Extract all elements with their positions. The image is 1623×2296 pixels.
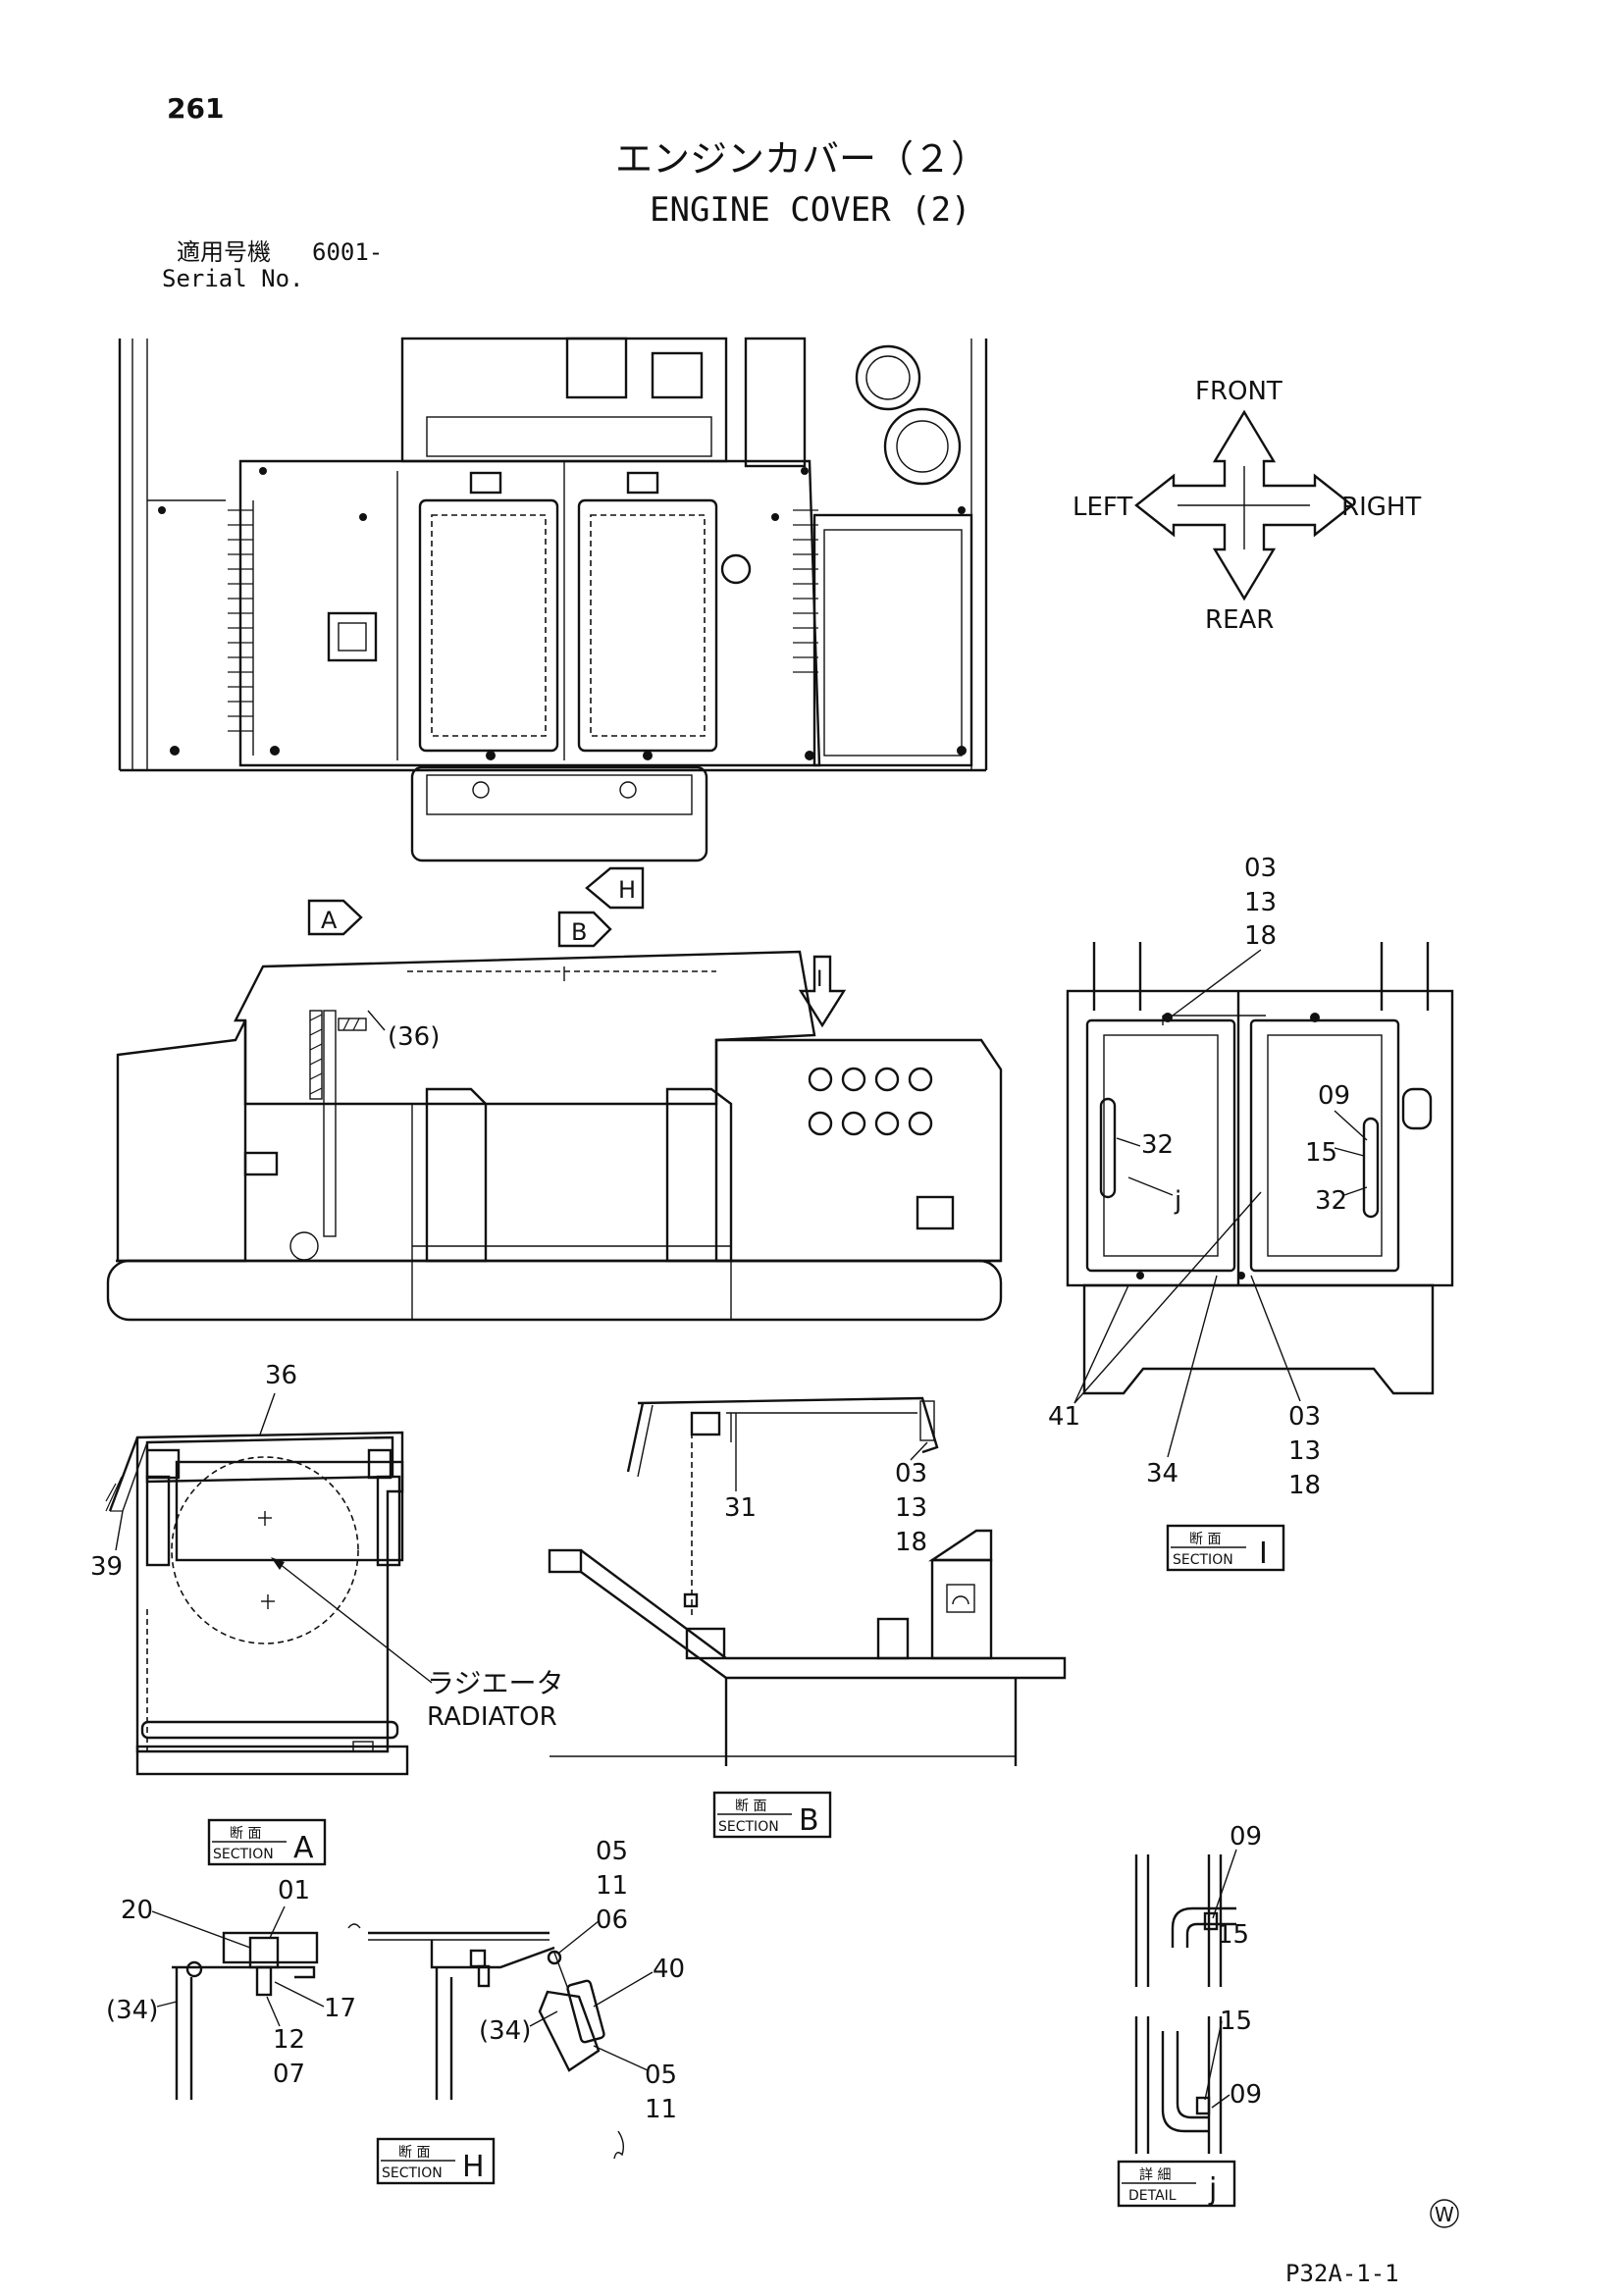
page-number: 261 [167, 92, 224, 125]
section-i-letter: I [1259, 1537, 1268, 1571]
section-a-jp: 断 面 [230, 1826, 261, 1842]
section-i-view: 03 13 18 32 j 09 15 32 41 34 03 13 18 断 … [1048, 854, 1454, 1572]
callout-03-secB: 03 [895, 1459, 927, 1488]
detail-j-letter: j [1208, 2172, 1217, 2207]
title-english: ENGINE COVER (2) [650, 190, 971, 230]
title-japanese: エンジンカバー（２） [615, 137, 988, 181]
middle-side-view [106, 950, 1003, 1322]
callout-j: j [1174, 1186, 1181, 1216]
top-plan-view [118, 337, 988, 862]
callout-07: 07 [273, 2060, 305, 2089]
watermark-letter: W [1435, 2203, 1454, 2226]
section-b-letter: B [799, 1803, 819, 1838]
callout-39: 39 [90, 1552, 123, 1582]
callout-06: 06 [596, 1905, 628, 1935]
callout-12: 12 [273, 2025, 305, 2055]
callout-17: 17 [324, 1994, 356, 2023]
section-h-letter: H [462, 2150, 485, 2184]
section-h-en: SECTION [382, 2166, 443, 2181]
radiator-label-jp: ラジエータ [427, 1667, 563, 1699]
serial-label-en: Serial No. [162, 265, 304, 292]
callout-11-h-bottom: 11 [645, 2095, 677, 2124]
callout-18-top: 18 [1244, 921, 1277, 951]
callout-15-secI: 15 [1305, 1138, 1337, 1168]
section-a-view: 36 39 ラジエータ RADIATOR 断 面 SECTION A [90, 1361, 563, 1866]
svg-text:H: H [618, 876, 636, 904]
section-b-jp: 断 面 [735, 1799, 766, 1814]
callout-32-right: 32 [1315, 1186, 1347, 1216]
callout-09-j-top: 09 [1230, 1822, 1262, 1852]
section-b-view: 31 03 13 18 断 面 SECTION B [548, 1396, 1067, 1839]
section-i-en: SECTION [1173, 1552, 1233, 1568]
section-h-jp: 断 面 [398, 2145, 430, 2161]
callout-32-left: 32 [1141, 1130, 1174, 1160]
detail-j-view: 09 15 15 09 詳 細 DETAIL j [1117, 1822, 1262, 2208]
callout-18-bottom: 18 [1288, 1471, 1321, 1500]
view-marker-i: I [798, 955, 847, 1028]
compass-left-label: LEFT [1073, 493, 1132, 522]
detail-j-jp: 詳 細 [1139, 2167, 1171, 2183]
view-marker-b: B [557, 911, 612, 948]
callout-09-secI: 09 [1318, 1081, 1350, 1111]
callout-20: 20 [121, 1896, 153, 1925]
section-i-jp: 断 面 [1189, 1532, 1221, 1547]
section-h-view: 20 01 (34) 17 12 07 05 11 06 40 (34) 05 … [106, 1837, 685, 2185]
compass-rear-label: REAR [1205, 605, 1274, 635]
radiator-label-en: RADIATOR [427, 1702, 557, 1732]
svg-text:B: B [571, 918, 587, 946]
section-a-en: SECTION [213, 1847, 274, 1862]
callout-41: 41 [1048, 1402, 1080, 1432]
callout-05-h-top: 05 [596, 1837, 628, 1866]
callout-13-top: 13 [1244, 888, 1277, 917]
callout-11-h-top: 11 [596, 1871, 628, 1901]
callout-15-j-top: 15 [1217, 1920, 1249, 1950]
callout-36-top: (36) [388, 1022, 440, 1052]
detail-j-en: DETAIL [1128, 2188, 1177, 2204]
direction-compass: FRONT REAR LEFT RIGHT [1073, 377, 1421, 635]
section-a-letter: A [293, 1831, 314, 1865]
svg-text:A: A [321, 907, 338, 934]
callout-40: 40 [653, 1955, 685, 1984]
callout-09-j-bottom: 09 [1230, 2080, 1262, 2110]
callout-18-secB: 18 [895, 1528, 927, 1557]
callout-13-secB: 13 [895, 1493, 927, 1523]
callout-01: 01 [278, 1876, 310, 1905]
serial-label-jp: 適用号機 [177, 238, 271, 266]
callout-03-top: 03 [1244, 854, 1277, 883]
callout-03-bottom: 03 [1288, 1402, 1321, 1432]
section-b-en: SECTION [718, 1819, 779, 1835]
callout-36-secA: 36 [265, 1361, 297, 1390]
view-marker-a: A [307, 899, 363, 936]
callout-31: 31 [724, 1493, 757, 1523]
callout-15-j-bottom: 15 [1220, 2007, 1252, 2036]
view-marker-h: H [585, 866, 645, 910]
callout-05-h-bottom: 05 [645, 2061, 677, 2090]
svg-text:I: I [816, 967, 823, 992]
callout-13-bottom: 13 [1288, 1436, 1321, 1466]
compass-front-label: FRONT [1195, 377, 1283, 406]
serial-value: 6001- [312, 238, 383, 266]
callout-34-h-right: (34) [479, 2016, 531, 2046]
watermark-circle [1430, 2199, 1459, 2228]
callout-34-h-left: (34) [106, 1996, 158, 2025]
callout-34-secI: 34 [1146, 1459, 1178, 1488]
figure-code: P32A-1-1 [1285, 2260, 1399, 2287]
compass-right-label: RIGHT [1341, 493, 1421, 522]
